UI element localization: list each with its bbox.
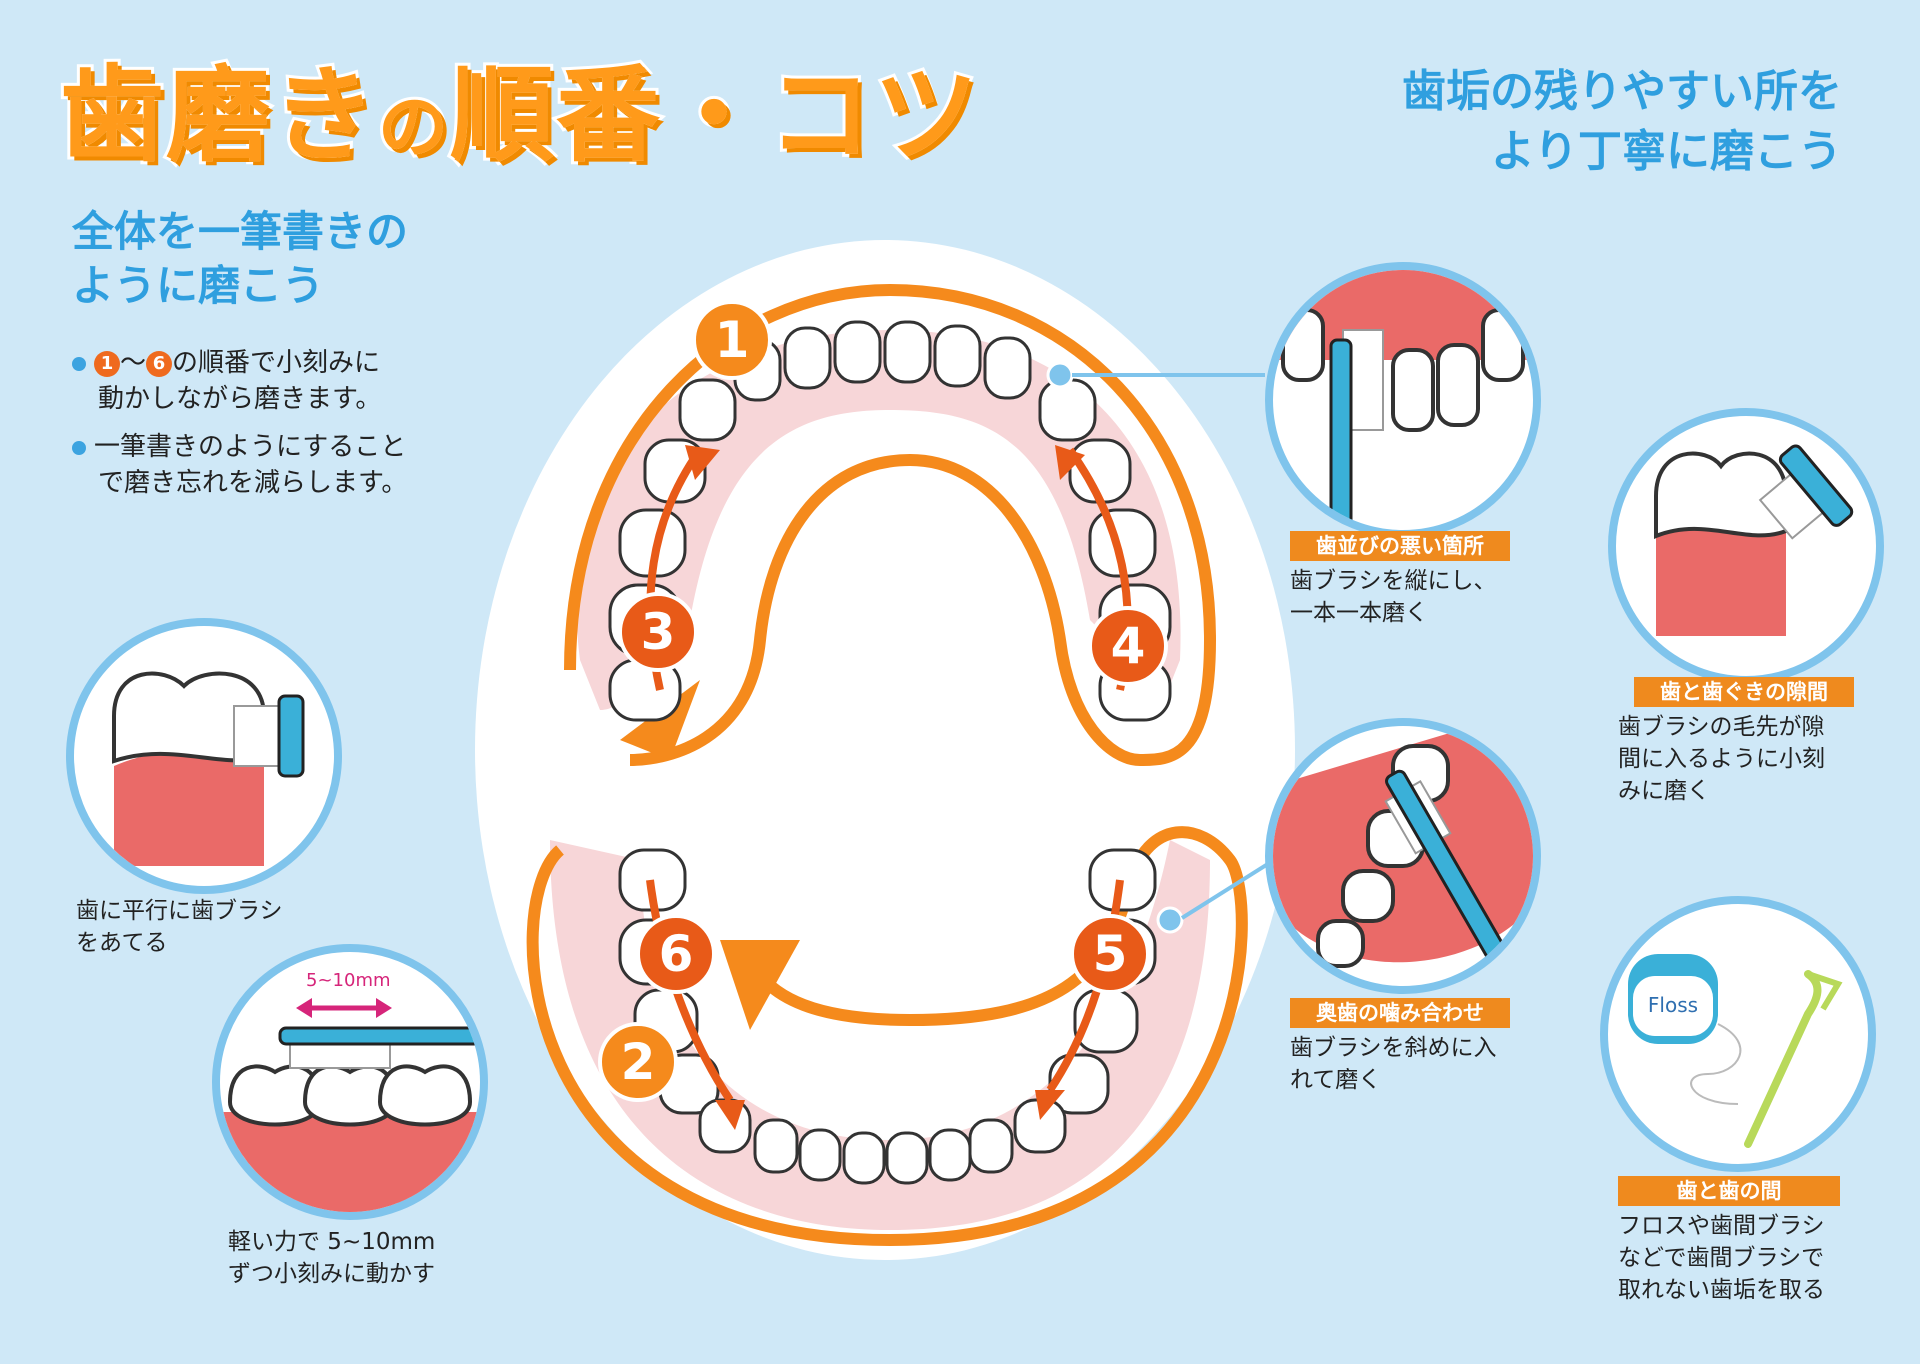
angled-brush-icon [1654, 444, 1854, 636]
tip-label: 歯並びの悪い箇所 [1290, 531, 1510, 561]
light-force-tip-text: 軽い力で 5~10mm ずつ小刻みに動かす [228, 1229, 436, 1287]
left-heading: 全体を一筆書きの ように磨こう [72, 207, 409, 310]
floss-brand-text: Floss [1648, 993, 1698, 1017]
bullet-dot [72, 356, 86, 371]
step-badge: 6 [146, 350, 173, 377]
floss-illustration: Floss [1600, 896, 1876, 1172]
step-4-badge: 4 [1088, 606, 1168, 686]
lower-route [526, 826, 1248, 1247]
page-title: 歯磨きの順番・コツ [57, 51, 981, 179]
tip-label: 歯と歯の間 [1618, 1176, 1840, 1206]
step-badge: 1 [94, 350, 120, 377]
tip-label: 歯と歯ぐきの隙間 [1634, 677, 1854, 707]
upper-route [564, 283, 1217, 767]
range-double-arrow-icon [296, 998, 392, 1018]
pointer-dot-lower [1156, 906, 1184, 934]
misaligned-teeth-illustration [1265, 262, 1541, 538]
step-6-badge: 6 [636, 914, 716, 994]
right-heading: 歯垢の残りやすい所を より丁寧に磨こう [1402, 66, 1842, 177]
tip-text: 歯ブラシの毛先が隙 間に入るように小刻 みに磨く [1618, 714, 1825, 804]
diagonal-brush-icon [1273, 726, 1533, 978]
step-2-badge: 2 [598, 1022, 678, 1102]
floss-icon: Floss [1628, 954, 1843, 1148]
step-3-badge: 3 [618, 592, 698, 672]
bullet-dot [72, 440, 86, 455]
parallel-tip-text: 歯に平行に歯ブラシ をあてる [76, 898, 283, 956]
lower-route-arrow [720, 940, 800, 1030]
molar-bite-illustration [1265, 718, 1541, 994]
brushing-arrowheads [685, 445, 1085, 1130]
parallel-brush-illustration [66, 618, 342, 894]
tip-text: フロスや歯間ブラシ などで歯間ブラシで 取れない歯垢を取る [1618, 1213, 1825, 1303]
molars-brush-icon [220, 1026, 480, 1212]
vertical-brush-icon [1273, 270, 1533, 530]
step-5-badge: 5 [1070, 914, 1150, 994]
tip-label: 奥歯の噛み合わせ [1290, 998, 1510, 1028]
step-1-badge: 1 [692, 300, 772, 380]
tip-text: 歯ブラシを縦にし、 一本一本磨く [1290, 568, 1497, 626]
tooth-brush-icon [112, 671, 305, 866]
gum-gap-illustration [1608, 408, 1884, 684]
bullet-item: 一筆書きのようにすること で磨き忘れを減らします。 [72, 429, 472, 501]
range-label: 5~10mm [306, 970, 391, 991]
tip-text: 歯ブラシを斜めに入 れて磨く [1290, 1035, 1497, 1093]
dental-arch-diagram [475, 240, 1295, 1260]
